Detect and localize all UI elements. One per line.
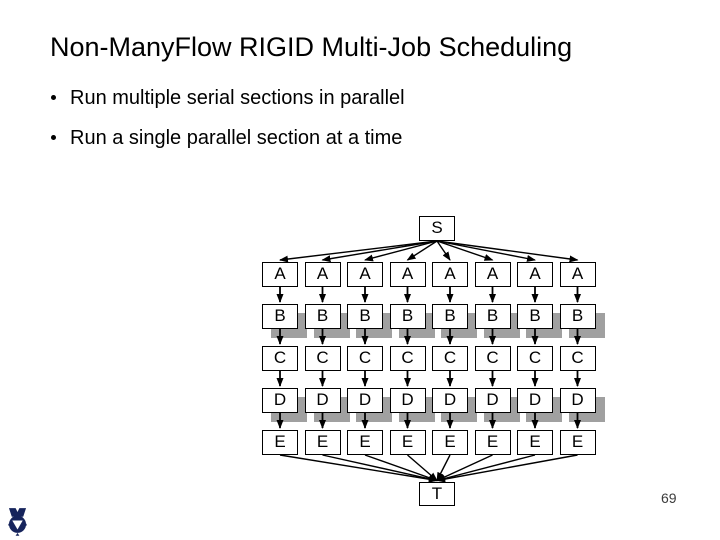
- stage-node-A-2: A: [304, 262, 341, 287]
- stage-node-B-1: B: [262, 304, 298, 329]
- stage-node-C-4: C: [389, 346, 426, 371]
- page-title: Non-ManyFlow RIGID Multi-Job Scheduling: [50, 32, 573, 62]
- stage-node-C-6: C: [474, 346, 511, 371]
- stage-node-D-3: D: [347, 388, 383, 413]
- stage-node-D-8: D: [559, 388, 596, 413]
- stage-node-A-7: A: [517, 262, 553, 287]
- stage-node-D-1: D: [262, 388, 298, 413]
- bullet-text: Run a single parallel section at a time: [70, 127, 403, 149]
- stage-node-E-7: E: [517, 430, 553, 455]
- stage-node-C-2: C: [304, 346, 341, 371]
- stage-node-D-6: D: [474, 388, 511, 413]
- stage-node-B-3: B: [347, 304, 383, 329]
- technion-logo-icon: [8, 508, 27, 536]
- stage-node-E-1: E: [262, 430, 298, 455]
- bullet-list: Run multiple serial sections in parallel…: [51, 86, 405, 166]
- stage-node-D-4: D: [389, 388, 426, 413]
- stage-node-E-3: E: [347, 430, 383, 455]
- stage-node-A-4: A: [389, 262, 426, 287]
- stage-node-A-8: A: [559, 262, 596, 287]
- stage-node-B-4: B: [389, 304, 426, 329]
- stage-node-C-7: C: [517, 346, 553, 371]
- bullet-icon: [51, 135, 56, 140]
- stage-node-D-2: D: [304, 388, 341, 413]
- stage-node-D-5: D: [432, 388, 468, 413]
- stage-node-C-8: C: [559, 346, 596, 371]
- stage-node-A-5: A: [432, 262, 468, 287]
- bullet-item: Run a single parallel section at a time: [51, 126, 405, 150]
- stage-node-E-6: E: [474, 430, 511, 455]
- stage-node-A-3: A: [347, 262, 383, 287]
- stage-node-C-5: C: [432, 346, 468, 371]
- stage-node-A-6: A: [474, 262, 511, 287]
- sink-node: T: [419, 482, 455, 506]
- page-number: 69: [661, 490, 677, 506]
- bullet-item: Run multiple serial sections in parallel: [51, 86, 405, 110]
- stage-node-E-2: E: [304, 430, 341, 455]
- stage-node-E-8: E: [559, 430, 596, 455]
- stage-node-B-6: B: [474, 304, 511, 329]
- stage-node-E-5: E: [432, 430, 468, 455]
- bullet-icon: [51, 95, 56, 100]
- stage-node-D-7: D: [517, 388, 553, 413]
- stage-node-A-1: A: [262, 262, 298, 287]
- stage-node-B-7: B: [517, 304, 553, 329]
- stage-node-B-5: B: [432, 304, 468, 329]
- stage-node-C-1: C: [262, 346, 298, 371]
- stage-node-C-3: C: [347, 346, 383, 371]
- stage-node-B-2: B: [304, 304, 341, 329]
- stage-node-B-8: B: [559, 304, 596, 329]
- bullet-text: Run multiple serial sections in parallel: [70, 87, 405, 109]
- stage-node-E-4: E: [389, 430, 426, 455]
- source-node: S: [419, 216, 455, 241]
